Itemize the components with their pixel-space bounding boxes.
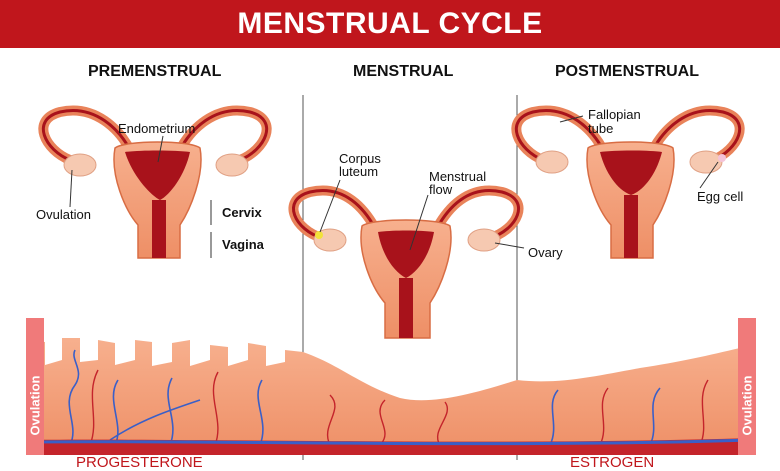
label-egg-cell: Egg cell <box>697 190 743 204</box>
label-luteum: luteum <box>339 165 378 179</box>
side-label-right: Ovulation <box>740 367 755 445</box>
label-endometrium: Endometrium <box>118 122 195 136</box>
label-tube: tube <box>588 122 613 136</box>
label-ovulation: Ovulation <box>36 208 91 222</box>
label-fallopian: Fallopian <box>588 108 641 122</box>
label-vagina: Vagina <box>222 238 264 252</box>
label-estrogen: ESTROGEN <box>570 455 654 470</box>
label-flow: flow <box>429 183 452 197</box>
label-cervix: Cervix <box>222 206 262 220</box>
label-ovary: Ovary <box>528 246 563 260</box>
side-label-left: Ovulation <box>28 367 43 445</box>
label-endometrial-layer: Endometrial layer <box>320 455 446 470</box>
uterus-postmenstrual-illustration <box>516 111 739 258</box>
label-progesterone: PROGESTERONE <box>76 455 203 470</box>
